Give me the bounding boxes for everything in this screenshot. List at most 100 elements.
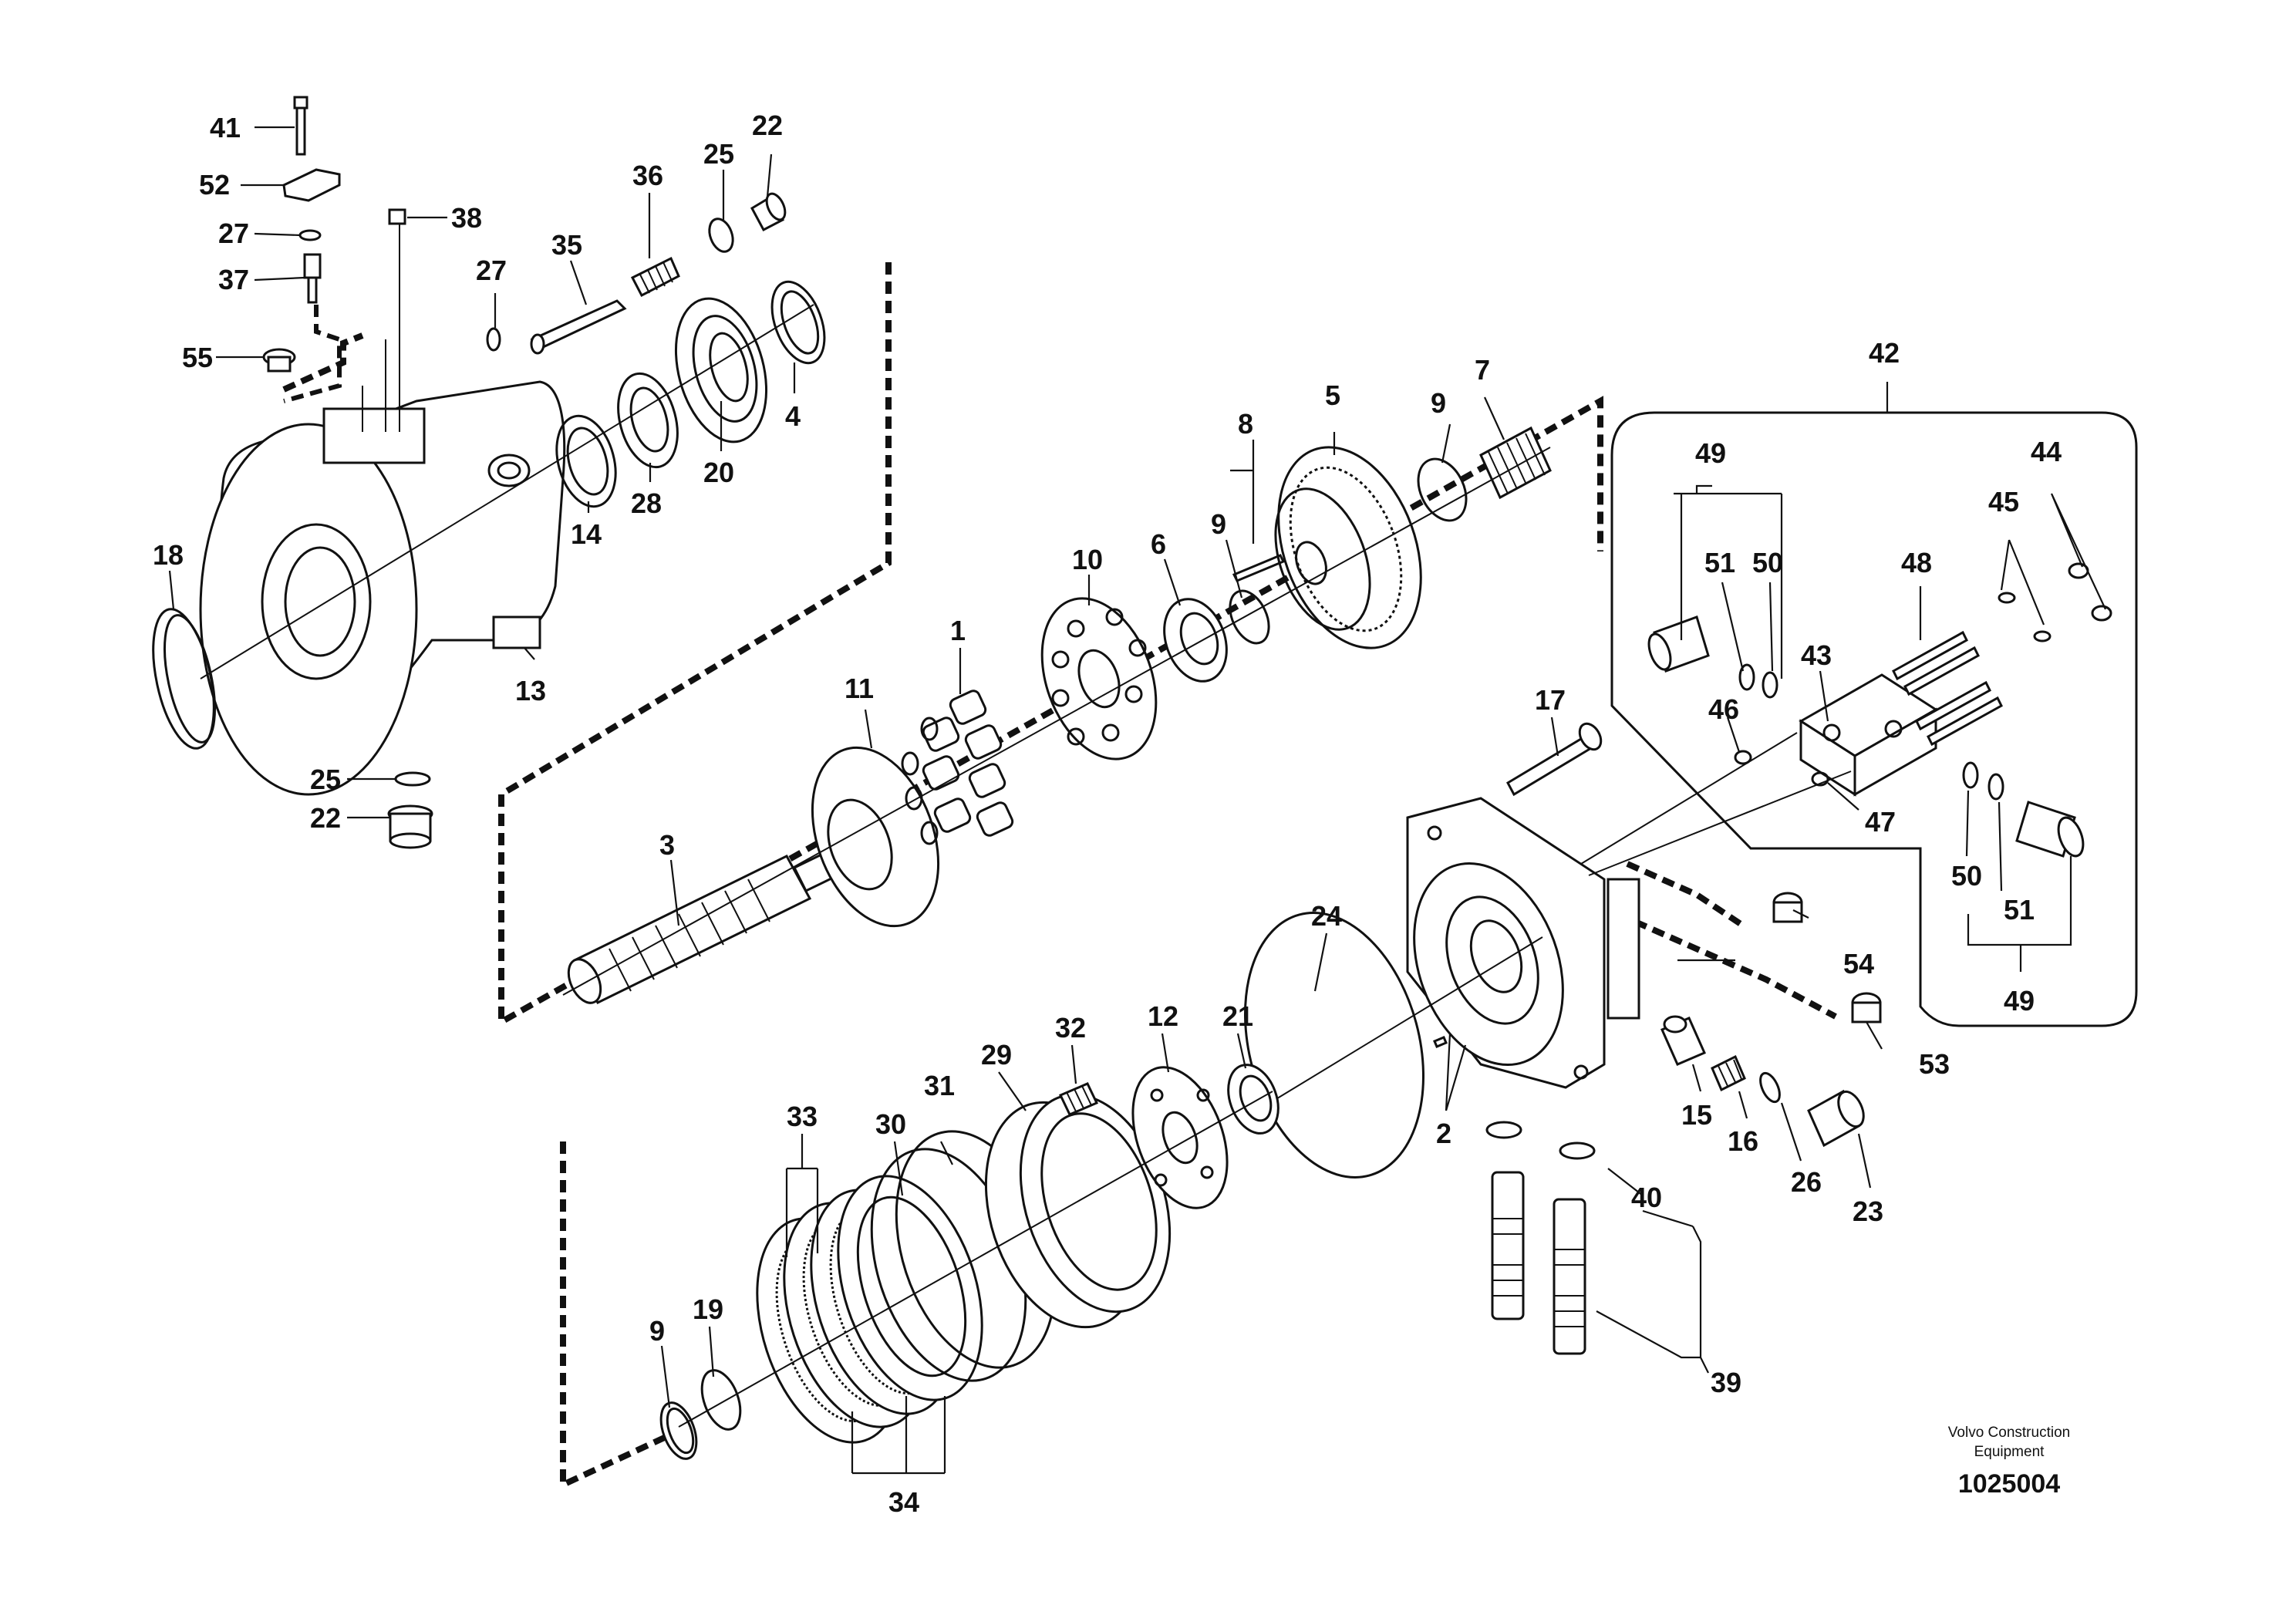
label-26: 26 [1791, 1166, 1822, 1198]
label-8: 8 [1238, 408, 1253, 440]
label-33: 33 [787, 1101, 818, 1132]
label-53: 53 [1919, 1048, 1950, 1080]
bearing-28-inner [629, 386, 669, 453]
label-51a: 51 [1704, 547, 1735, 578]
credit-line-2: Equipment [1974, 1444, 2045, 1460]
oring-26 [1759, 1071, 1781, 1104]
label-24: 24 [1311, 900, 1342, 932]
label-29: 29 [981, 1039, 1012, 1071]
bearing-21 [1227, 1064, 1279, 1135]
oring-50b [1962, 761, 1979, 789]
plug-22a [750, 192, 787, 232]
label-37: 37 [218, 264, 249, 295]
label-9a: 9 [1211, 508, 1226, 540]
label-49b: 49 [2004, 985, 2035, 1017]
oring-45b [2033, 630, 2052, 642]
bearing-28 [617, 372, 679, 469]
circlip-19 [700, 1369, 742, 1431]
label-16: 16 [1728, 1125, 1758, 1157]
oring-40b [1559, 1141, 1596, 1160]
plug-38 [388, 208, 406, 225]
label-31: 31 [924, 1070, 955, 1101]
brake-group [659, 1064, 1279, 1460]
label-22a: 22 [752, 110, 783, 141]
oring-50a [1762, 671, 1778, 699]
leader-lines [168, 126, 2106, 1475]
gear-5 [1274, 446, 1422, 649]
label-3: 3 [659, 829, 675, 861]
label-47: 47 [1865, 806, 1896, 838]
label-22b: 22 [310, 802, 341, 834]
fitting-49b [2015, 801, 2085, 858]
oring-51b [1988, 773, 2004, 801]
label-46: 46 [1708, 693, 1739, 725]
label-50b: 50 [1951, 860, 1982, 892]
label-45: 45 [1988, 486, 2019, 518]
label-25a: 25 [703, 138, 734, 170]
oring-45a [1998, 592, 2016, 604]
label-21: 21 [1222, 1000, 1253, 1032]
spring-36 [630, 256, 680, 298]
label-41: 41 [210, 112, 241, 143]
brake-piston-29 [984, 1093, 1172, 1329]
fitting-49a [1647, 615, 1710, 673]
pin-8 [1232, 554, 1286, 582]
label-27b: 27 [476, 255, 507, 286]
label-9b: 9 [1431, 387, 1446, 419]
label-28: 28 [631, 487, 662, 519]
shaft-group [562, 426, 1552, 1004]
label-6: 6 [1151, 528, 1166, 560]
detail-42 [1580, 411, 2138, 1027]
bolt-41 [293, 96, 308, 156]
credit-block: Volvo Construction Equipment 1025004 [1948, 1425, 2070, 1499]
bolt-17 [1506, 722, 1603, 797]
valve-37 [303, 253, 322, 304]
label-10: 10 [1072, 544, 1103, 575]
spool-35 [530, 299, 627, 355]
label-15: 15 [1681, 1099, 1712, 1131]
label-32: 32 [1055, 1012, 1086, 1044]
oring-27b [486, 327, 501, 352]
label-38: 38 [451, 202, 482, 234]
label-54: 54 [1843, 948, 1874, 980]
credit-line-1: Volvo Construction [1948, 1425, 2070, 1441]
part-labels: 41 52 27 37 38 55 36 25 22 35 27 20 4 28… [153, 110, 2062, 1518]
label-50a: 50 [1752, 547, 1783, 578]
label-7: 7 [1475, 354, 1490, 386]
valve-cover-group [1243, 722, 1882, 1355]
oring-25b [394, 771, 431, 787]
label-12: 12 [1148, 1000, 1178, 1032]
label-4: 4 [785, 400, 801, 432]
label-30: 30 [875, 1108, 906, 1140]
label-25b: 25 [310, 764, 341, 795]
label-48: 48 [1901, 547, 1932, 578]
shaft-3 [567, 853, 835, 1004]
label-39: 39 [1711, 1367, 1741, 1398]
document-number: 1025004 [1958, 1469, 2060, 1499]
oring-51a [1738, 663, 1755, 691]
cylinder-block-10 [1040, 597, 1158, 760]
ring-9b [1417, 457, 1468, 522]
plate-52 [282, 168, 341, 202]
label-40: 40 [1631, 1182, 1662, 1213]
spring-32 [1058, 1082, 1099, 1116]
oring-47 [1811, 771, 1829, 787]
label-19: 19 [693, 1293, 723, 1325]
brake-plates-34 [756, 1175, 983, 1444]
shim-4-inner [780, 290, 820, 355]
pins-2 [1433, 1036, 1448, 1048]
plug-23 [1807, 1089, 1865, 1148]
detail-frame [1610, 411, 2138, 1027]
shim-14-inner [566, 427, 609, 496]
valve-block-43 [1799, 673, 1938, 797]
plug-55 [262, 348, 296, 373]
ring-9a [1229, 589, 1270, 645]
circlip-18-inner [164, 614, 216, 744]
group-boundary-lines [282, 262, 1837, 1490]
label-42: 42 [1869, 337, 1900, 369]
plug-44b [2091, 605, 2112, 622]
label-52: 52 [199, 169, 230, 201]
label-43: 43 [1801, 639, 1832, 671]
label-17: 17 [1535, 684, 1566, 716]
